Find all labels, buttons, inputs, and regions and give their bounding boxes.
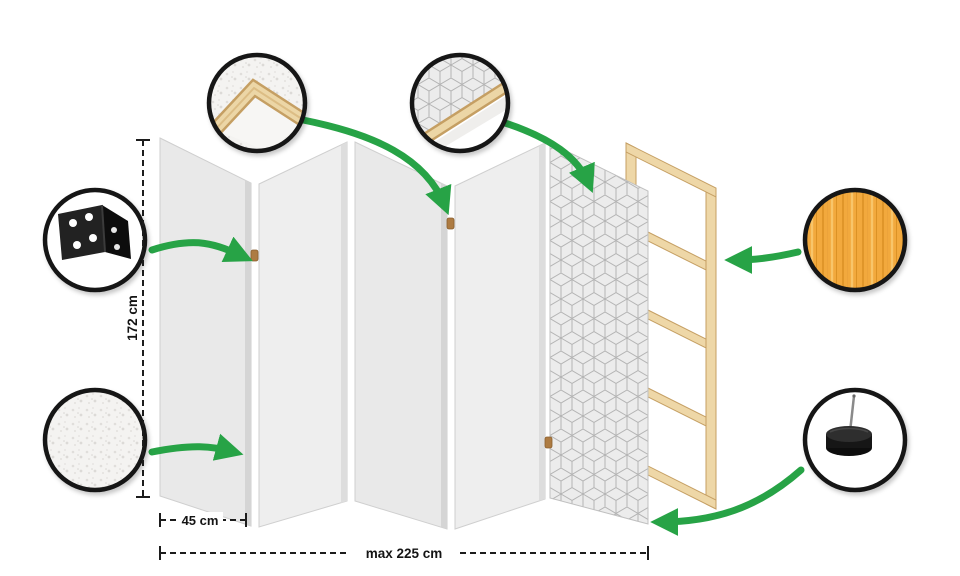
total-width-label-bg xyxy=(350,544,458,561)
arrow-pattern-to-panel xyxy=(498,118,595,194)
panel-width-dimension-label: 45 cm xyxy=(182,513,219,528)
panel-4 xyxy=(454,142,546,530)
wood-callout-border xyxy=(802,187,908,293)
frame-corner-callout-border xyxy=(206,52,308,154)
fleece-callout-border xyxy=(42,387,148,493)
fleece-texture-icon xyxy=(45,390,145,490)
hinge-dot xyxy=(544,436,553,449)
pattern-corner-callout-border xyxy=(409,52,511,154)
panel-width-label-bg xyxy=(177,512,223,528)
frame-corner-icon xyxy=(209,78,305,151)
arrow-corner-to-frame-top xyxy=(299,116,452,216)
hinge-icon xyxy=(58,204,131,260)
wood-callout xyxy=(802,187,908,293)
total-width-dimension-label: max 225 cm xyxy=(366,546,443,561)
arrow-wood-to-frame xyxy=(724,245,802,274)
height-dimension-label: 172 cm xyxy=(125,295,140,341)
panel-2 xyxy=(258,141,348,528)
panel-1-edge xyxy=(245,180,251,526)
panel-5-patterned xyxy=(549,142,649,525)
dimension-height xyxy=(136,139,150,498)
arrow-foot-to-bottom xyxy=(650,466,805,536)
frame-top-member xyxy=(625,142,717,198)
pattern-corner-icon xyxy=(412,55,508,151)
foot-callout xyxy=(802,387,908,493)
panels xyxy=(159,137,649,530)
hinge-callout xyxy=(42,187,148,293)
foot-icon xyxy=(826,394,872,456)
wood-texture-icon xyxy=(805,190,905,290)
panel-2-edge xyxy=(341,142,347,503)
fleece-callout xyxy=(42,387,148,493)
arrows xyxy=(148,116,805,536)
pattern-corner-callout xyxy=(409,52,511,154)
hinge-callout-border xyxy=(42,187,148,293)
foot-callout-border xyxy=(802,387,908,493)
hinge-dot xyxy=(250,249,259,262)
panel-4-edge xyxy=(539,143,545,501)
arrow-fleece-to-panel xyxy=(148,433,244,461)
hinge-dot xyxy=(446,217,455,230)
panel-3 xyxy=(354,141,448,530)
frame-corner-callout xyxy=(206,52,308,154)
arrow-hinge-to-panel xyxy=(148,236,253,263)
panel-3-edge xyxy=(441,183,447,529)
frame-right-rail xyxy=(705,187,717,510)
panel-1 xyxy=(159,137,252,527)
